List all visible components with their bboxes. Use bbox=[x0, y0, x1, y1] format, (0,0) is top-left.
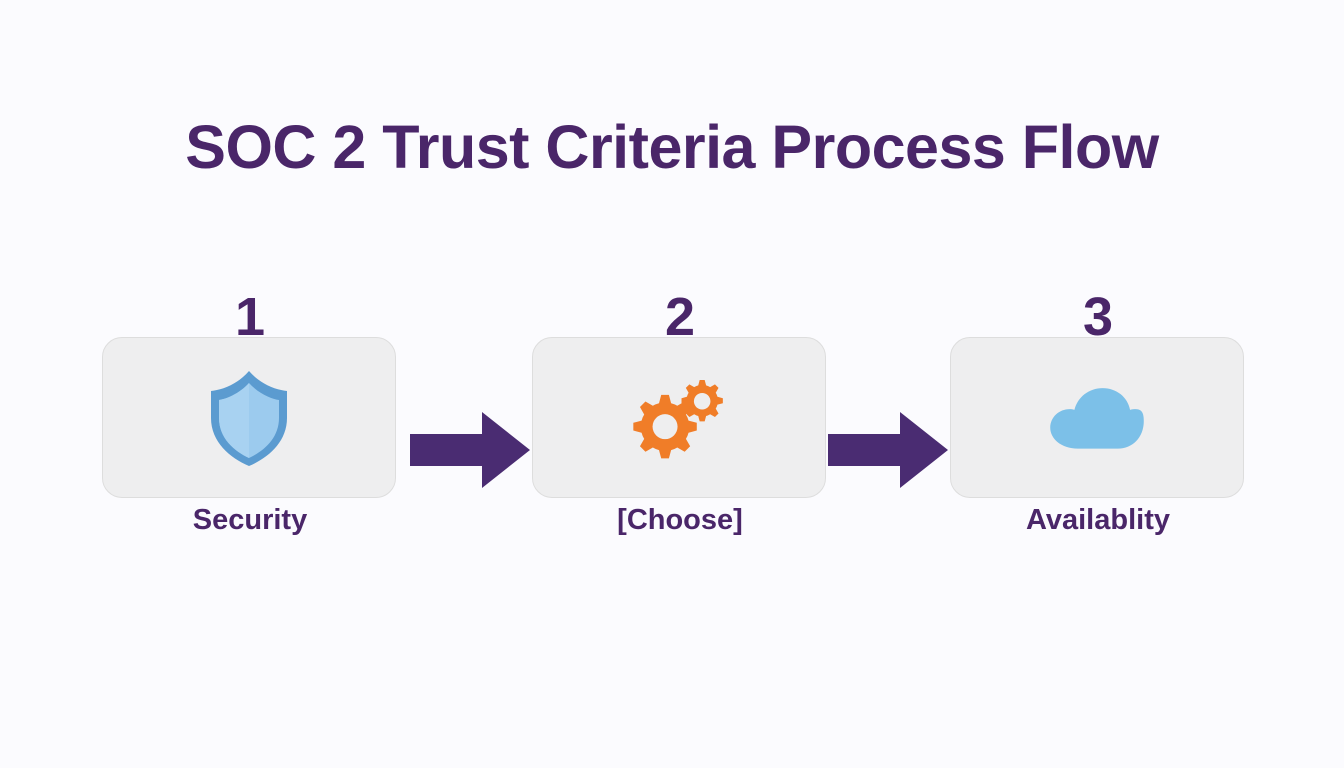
flow-step-2[interactable]: 2 [Choose] bbox=[532, 290, 828, 560]
arrow-right-icon-2 bbox=[828, 412, 948, 488]
flow-step-1[interactable]: 1 Security bbox=[102, 290, 398, 560]
process-flow: 1 Security 2 bbox=[102, 290, 1244, 560]
step-card[interactable] bbox=[102, 337, 396, 498]
flow-step-3[interactable]: 3 Availablity bbox=[950, 290, 1246, 560]
step-label: Availablity bbox=[1026, 504, 1170, 536]
step-number: 3 bbox=[1082, 287, 1114, 347]
page-title: SOC 2 Trust Criteria Process Flow bbox=[185, 113, 1159, 181]
gears-icon bbox=[629, 368, 729, 468]
step-card[interactable] bbox=[950, 337, 1244, 498]
arrow-right-icon-1 bbox=[410, 412, 530, 488]
step-card[interactable] bbox=[532, 337, 826, 498]
step-number: 1 bbox=[234, 287, 266, 347]
shield-icon bbox=[199, 368, 299, 468]
cloud-icon bbox=[1047, 368, 1147, 468]
step-label: Security bbox=[192, 504, 308, 536]
step-number: 2 bbox=[664, 287, 696, 347]
step-label: [Choose] bbox=[617, 504, 743, 536]
